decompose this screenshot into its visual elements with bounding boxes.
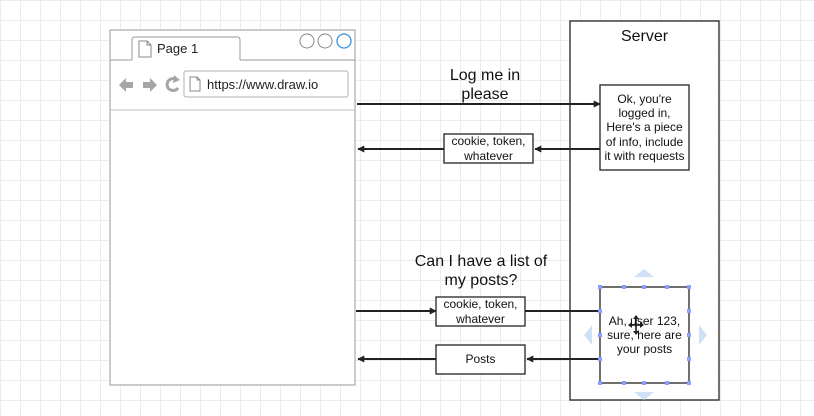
hover-connect-arrows[interactable] [584,269,707,400]
posts-reply-box[interactable] [435,344,526,375]
posts-reply-text: Posts [465,352,496,367]
server-title: Server [620,27,669,45]
window-close-icon[interactable] [336,33,352,49]
token-reply-box[interactable] [443,133,534,164]
move-cursor-icon [628,315,644,335]
url-page-icon [189,76,201,92]
url-bar[interactable] [183,70,349,98]
page-icon [138,40,152,58]
token-reply-text: cookie, token, whatever [451,134,526,163]
back-arrow-icon[interactable] [119,78,133,92]
window-maximize-icon[interactable] [317,33,333,49]
forward-arrow-icon[interactable] [143,78,157,92]
posts-request-label: Can I have a list of my posts? [414,253,548,289]
login-request-label: Log me in please [449,67,521,103]
connect-left-arrow-icon [584,325,592,345]
connect-right-arrow-icon [699,325,707,345]
selection-handles[interactable] [598,285,691,385]
url-text[interactable]: https://www.draw.io [207,77,319,92]
tab-label[interactable]: Page 1 [157,41,199,56]
window-minimize-icon[interactable] [299,33,315,49]
login-response-box[interactable] [599,84,690,171]
reload-icon[interactable] [165,75,180,93]
posts-response-text: Ah, user 123, sure, here are your posts [607,313,682,357]
login-response-text: Ok, you're logged in, Here's a piece of … [604,92,685,163]
connect-down-arrow-icon [634,392,654,400]
connect-up-arrow-icon [634,269,654,277]
token-send-text: cookie, token, whatever [443,297,518,326]
